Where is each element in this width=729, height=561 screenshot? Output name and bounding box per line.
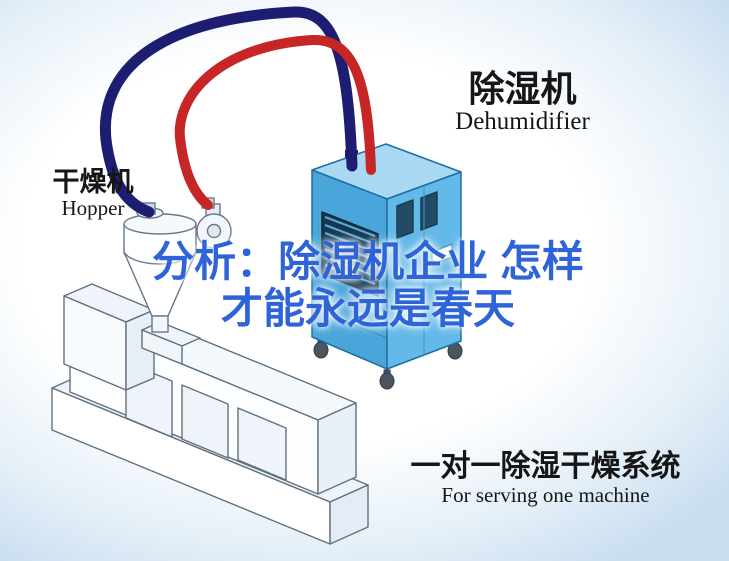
dehumidifier-label-en: Dehumidifier xyxy=(455,107,590,135)
dehumidifier-label-zh: 除湿机 xyxy=(468,68,577,109)
dehumidifier-illustration xyxy=(311,143,463,390)
dehumidifier-label: 除湿机 Dehumidifier xyxy=(405,70,640,136)
hopper-illustration xyxy=(123,197,232,333)
hopper-label-en: Hopper xyxy=(61,196,125,221)
nameplate xyxy=(431,243,453,266)
system-caption: 一对一除湿干燥系统 For serving one machine xyxy=(398,450,693,508)
hopper-label-zh: 干燥机 xyxy=(52,167,134,197)
system-caption-en: For serving one machine xyxy=(441,483,650,507)
system-caption-zh: 一对一除湿干燥系统 xyxy=(410,450,681,483)
headline: 分析：除湿机企业 怎样 才能永远是春天 xyxy=(56,238,680,332)
vent-grille xyxy=(321,211,379,297)
pipe-red xyxy=(174,34,376,210)
headline-line1: 分析：除湿机企业 怎样 xyxy=(152,238,584,285)
headline-line2: 才能永远是春天 xyxy=(220,285,515,333)
caster-wheels xyxy=(313,338,463,390)
hopper-label: 干燥机 Hopper xyxy=(28,168,158,221)
